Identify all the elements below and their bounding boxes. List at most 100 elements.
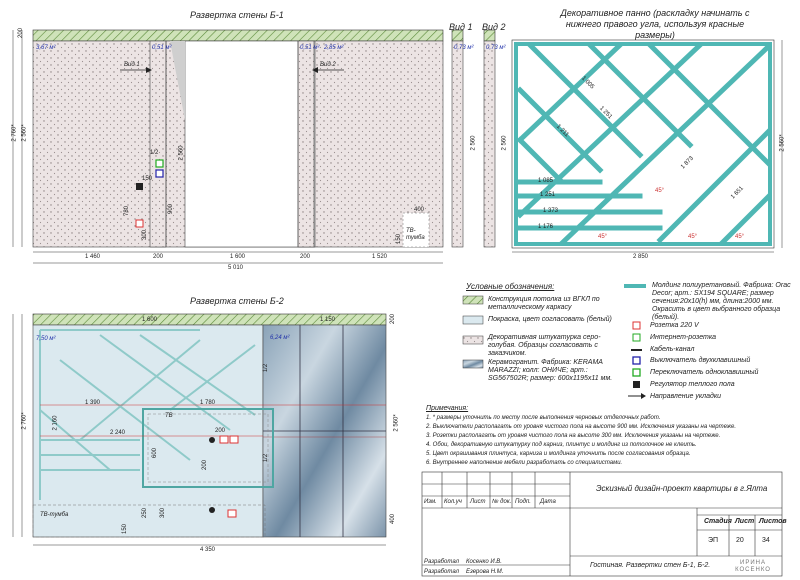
b2-dim-5: 200	[215, 428, 226, 434]
title-block	[421, 471, 783, 577]
stamp-dev1: Косенко И.В.	[466, 559, 502, 565]
single-switch-icon	[632, 368, 641, 377]
b2-socket3-icon	[227, 509, 237, 518]
b1-dim-4: 200	[300, 254, 311, 260]
b1-tv-dim-1: 400	[414, 207, 425, 213]
legend-item-porcelain: Керамогранит. Фабрика: KERAMA MARAZZI; к…	[488, 359, 613, 382]
b2-tv-socket-icon	[209, 437, 215, 443]
b1-dim-left-2: 2 560*	[21, 124, 28, 142]
b1-mark-3: 0,51 м²	[300, 45, 320, 51]
panel-label-1: 1 251	[540, 192, 556, 198]
b2-dim-top-1: 1 600	[142, 317, 158, 323]
stamp-sheets-label: Листов	[759, 518, 787, 525]
b1-dim-1: 1 460	[85, 254, 101, 260]
floor-heating-regulator-icon	[633, 381, 640, 388]
notes-block: Примечания: 1. * размеры уточнить по мес…	[426, 405, 786, 468]
legend-symbol-2: Кабель-канал	[650, 346, 695, 353]
note-6: 6. Внутреннее наполнение мебели разработ…	[426, 460, 623, 466]
b2-tv-tumba	[32, 504, 266, 538]
panel-label-3: 1 176	[538, 224, 554, 230]
note-3: 3. Розетки располагать от уровня чистого…	[426, 433, 721, 439]
b1-dim-5: 1 520	[372, 254, 388, 260]
b2-mark-left: 7,50 м²	[36, 336, 56, 342]
panel-label-10: 2 560*	[779, 134, 786, 152]
internet-socket-icon	[632, 333, 641, 342]
b1-pilaster-left	[149, 40, 167, 248]
legend-item-paint: Покраска, цвет согласовать (белый)	[488, 316, 612, 323]
b2-bottom-dim-4: 400	[390, 513, 397, 525]
b1-socket-icon	[136, 183, 143, 190]
b2-dim-total: 4 350	[200, 547, 216, 553]
stamp-col-2: Лист	[470, 499, 486, 505]
b2-tumba-label: ТВ-тумба	[40, 512, 69, 518]
legend-symbol-5: Регулятор теплого пола	[650, 381, 735, 388]
legend-symbol-0: Розетка 220 V	[650, 322, 699, 329]
b1-socket-220-icon	[135, 219, 144, 228]
stamp-dev2: Езерова Н.М.	[466, 569, 504, 575]
panel-label-9: 2 850	[633, 254, 649, 260]
b2-dim-2: 2 240	[110, 430, 126, 436]
panel-label-2: 1 373	[543, 208, 559, 214]
legend-ceiling-swatch	[462, 295, 484, 305]
panel-angle-2: 45°	[735, 234, 745, 240]
b2-dim-top-2: 1 150	[320, 317, 336, 323]
legend-item-ceiling: Конструкция потолка из ВГКЛ по металличе…	[488, 296, 600, 311]
stamp-col-0: Изм.	[424, 499, 437, 505]
b1-dim-total: 5 010	[228, 265, 244, 271]
b1-tv-dim-2: 150	[396, 233, 403, 245]
legend-molding: Молдинг полиуретановый. Фабрика: Orac De…	[652, 282, 791, 321]
stamp-col-5: Дата	[540, 499, 556, 505]
stamp-stage: ЭП	[708, 537, 719, 544]
wall-b2	[12, 313, 387, 546]
stamp-project: Эскизный дизайн-проект квартиры в г.Ялта	[596, 484, 768, 493]
stamp-sheets: 34	[762, 537, 770, 544]
legend-title: Условные обозначения:	[466, 282, 555, 291]
stamp-col-4: Подп.	[515, 499, 531, 505]
b1-dim-left-1: 200	[18, 27, 25, 39]
b1-mark-4: 2,85 м²	[324, 45, 344, 51]
b2-dim-left-0: 2 760*	[21, 412, 28, 430]
b2-title: Развертка стены Б-2	[190, 296, 284, 306]
b1-sink-dim-1: 150	[142, 176, 153, 182]
vid1-dim: 2 560	[470, 135, 477, 151]
b1-door-opening	[184, 40, 316, 248]
b1-sink-dim-4: 1/2	[150, 150, 159, 156]
b1-door-shadow	[170, 41, 185, 120]
b1-pilaster-right	[297, 40, 315, 248]
vid1-mark: 0,73 м²	[454, 45, 474, 51]
panel-label-0: 1 085	[538, 178, 554, 184]
legend-paint-swatch	[462, 315, 484, 325]
socket-220-icon	[632, 321, 641, 330]
b1-sink-dim-5: 900	[168, 203, 175, 215]
vid2-dim: 2 560	[501, 135, 508, 151]
stamp-col-3: № док.	[492, 499, 512, 505]
note-4: 4. Обои, декоративную штукатурку под кар…	[426, 442, 697, 448]
vid-1	[451, 29, 464, 248]
legend-item-stucco: Декоративная штукатурка серо-голубая. Об…	[488, 334, 601, 357]
panel-angle-1: 45°	[688, 234, 698, 240]
note-1: 1. * размеры уточнить по месту после вып…	[426, 415, 661, 421]
b2-mark-right: 6,24 м²	[270, 335, 290, 341]
panel-title: Декоративное панно (раскладку начинать с…	[560, 8, 750, 40]
b2-dim-3: 2 160	[52, 415, 59, 431]
b1-dim-3: 1 600	[230, 254, 246, 260]
vid-2	[483, 29, 496, 248]
b1-mark-2: 0,51 м²	[152, 45, 172, 51]
b1-dim-left-3: 2 760*	[11, 124, 18, 142]
legend-stucco-swatch	[462, 335, 484, 345]
b1-switch2-icon	[155, 159, 164, 168]
b1-switch-icon	[155, 169, 164, 178]
panel-angle-3: 45°	[598, 234, 608, 240]
legend-porcelain-swatch	[462, 359, 484, 369]
b2-tv-label: ТВ	[165, 413, 173, 419]
stamp-developed-2: Разработал	[424, 569, 459, 575]
b1-dim-2: 200	[153, 254, 164, 260]
legend-symbol-6: Направление укладки	[650, 393, 722, 400]
b2-bottom-dim-0: 200	[202, 459, 209, 471]
b1-mark-1: 3,67 м²	[36, 45, 56, 51]
legend-swatches	[462, 284, 646, 399]
b2-bottom-dim-1: 250	[142, 507, 149, 519]
b1-door-height: 2 560	[178, 145, 185, 161]
b2-dim-0: 1 390	[85, 400, 101, 406]
